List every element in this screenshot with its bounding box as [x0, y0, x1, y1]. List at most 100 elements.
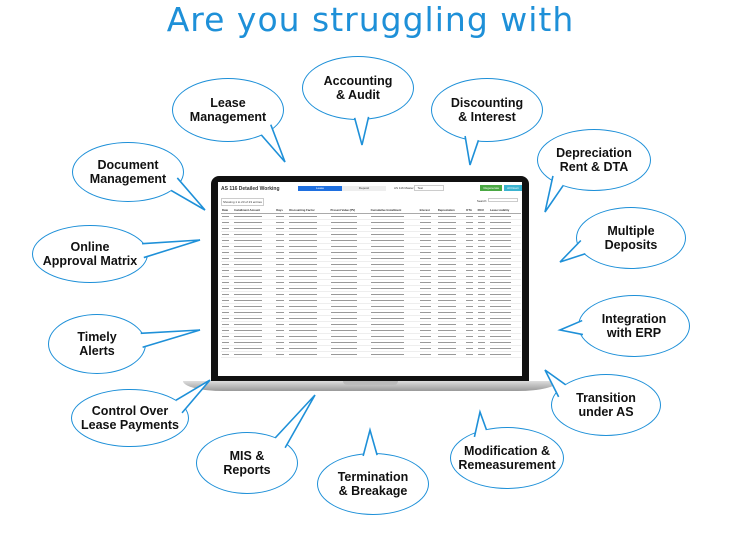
table-cell — [275, 339, 289, 346]
table-cell — [329, 285, 370, 292]
table-cell — [369, 351, 419, 358]
table-cell — [221, 231, 234, 238]
table-cell — [329, 339, 370, 346]
table-cell — [221, 249, 234, 256]
table-cell — [488, 225, 521, 232]
table-cell — [418, 333, 437, 340]
column-header[interactable]: Date — [221, 206, 234, 214]
table-cell — [329, 261, 370, 268]
table-row — [221, 285, 521, 292]
table-cell — [418, 219, 437, 226]
table-cell — [488, 231, 521, 238]
table-cell — [418, 351, 437, 358]
table-cell — [275, 297, 289, 304]
master-select[interactable]: Test — [414, 185, 444, 191]
bubble-modification-remeasurement: Modification &Remeasurement — [450, 427, 564, 489]
table-cell — [476, 327, 489, 334]
table-cell — [275, 285, 289, 292]
column-header[interactable]: Days — [275, 206, 289, 214]
table-cell — [329, 225, 370, 232]
table-cell — [329, 309, 370, 316]
table-cell — [465, 339, 477, 346]
table-cell — [233, 351, 276, 358]
table-cell — [476, 243, 489, 250]
table-cell — [436, 291, 466, 298]
table-cell — [488, 321, 521, 328]
table-cell — [329, 231, 370, 238]
table-row — [221, 267, 521, 274]
table-cell — [233, 279, 276, 286]
table-row — [221, 351, 521, 358]
table-cell — [436, 225, 466, 232]
table-cell — [476, 213, 489, 220]
table-cell — [288, 279, 330, 286]
table-cell — [476, 309, 489, 316]
table-cell — [221, 237, 234, 244]
download-button[interactable]: All Down — [504, 185, 522, 191]
table-cell — [436, 237, 466, 244]
table-cell — [221, 321, 234, 328]
table-cell — [369, 273, 419, 280]
table-cell — [465, 249, 477, 256]
search-label: Search: — [476, 199, 488, 203]
table-cell — [288, 219, 330, 226]
table-cell — [275, 267, 289, 274]
table-cell — [436, 231, 466, 238]
bubble-tail — [362, 426, 378, 457]
regenerate-button[interactable]: Regenerate — [480, 185, 503, 191]
table-cell — [369, 333, 419, 340]
bubble-text: Lease Payments — [81, 418, 179, 432]
search-input[interactable] — [488, 198, 518, 202]
table-cell — [233, 213, 276, 220]
table-cell — [465, 243, 477, 250]
column-header[interactable]: Depreciation — [436, 206, 466, 214]
table-cell — [221, 225, 234, 232]
column-header[interactable]: DTA — [465, 206, 477, 214]
column-header[interactable]: Discounting Factor — [288, 206, 330, 214]
column-header[interactable]: ROU — [476, 206, 489, 214]
table-cell — [275, 231, 289, 238]
table-cell — [275, 237, 289, 244]
bubble-text: Remeasurement — [458, 458, 556, 472]
table-row — [221, 345, 521, 352]
table-cell — [418, 291, 437, 298]
table-cell — [476, 267, 489, 274]
table-cell — [329, 219, 370, 226]
bubble-text: Reports — [223, 463, 271, 477]
column-header[interactable]: Installment Amount — [233, 206, 276, 214]
table-row — [221, 339, 521, 346]
table-row — [221, 237, 521, 244]
bubble-discounting-interest: Discounting& Interest — [431, 78, 543, 142]
table-cell — [233, 255, 276, 262]
table-cell — [329, 351, 370, 358]
column-header[interactable]: Present Value (PV) — [329, 206, 370, 214]
tab-deposit[interactable]: Deposit — [342, 186, 386, 191]
bubble-text: Rent & DTA — [559, 160, 629, 174]
table-cell — [369, 261, 419, 268]
table-cell — [418, 339, 437, 346]
table-cell — [329, 237, 370, 244]
table-cell — [233, 339, 276, 346]
column-header[interactable]: Cumulative Installment — [369, 206, 419, 214]
table-cell — [329, 267, 370, 274]
column-header[interactable]: Interest — [418, 206, 437, 214]
table-cell — [465, 267, 477, 274]
table-cell — [418, 327, 437, 334]
bubble-text: Management — [89, 172, 167, 186]
table-cell — [436, 255, 466, 262]
table-cell — [329, 273, 370, 280]
table-cell — [288, 303, 330, 310]
table-cell — [476, 249, 489, 256]
table-cell — [221, 213, 234, 220]
table-cell — [488, 243, 521, 250]
table-row — [221, 321, 521, 328]
table-cell — [221, 291, 234, 298]
table-cell — [288, 285, 330, 292]
bubble-text: Alerts — [79, 344, 115, 358]
tab-lease[interactable]: Lease — [298, 186, 342, 191]
entries-info: Showing 1 to 23 of 23 entries — [221, 198, 264, 206]
table-row — [221, 327, 521, 334]
column-header[interactable]: Lease Liability — [488, 206, 521, 214]
